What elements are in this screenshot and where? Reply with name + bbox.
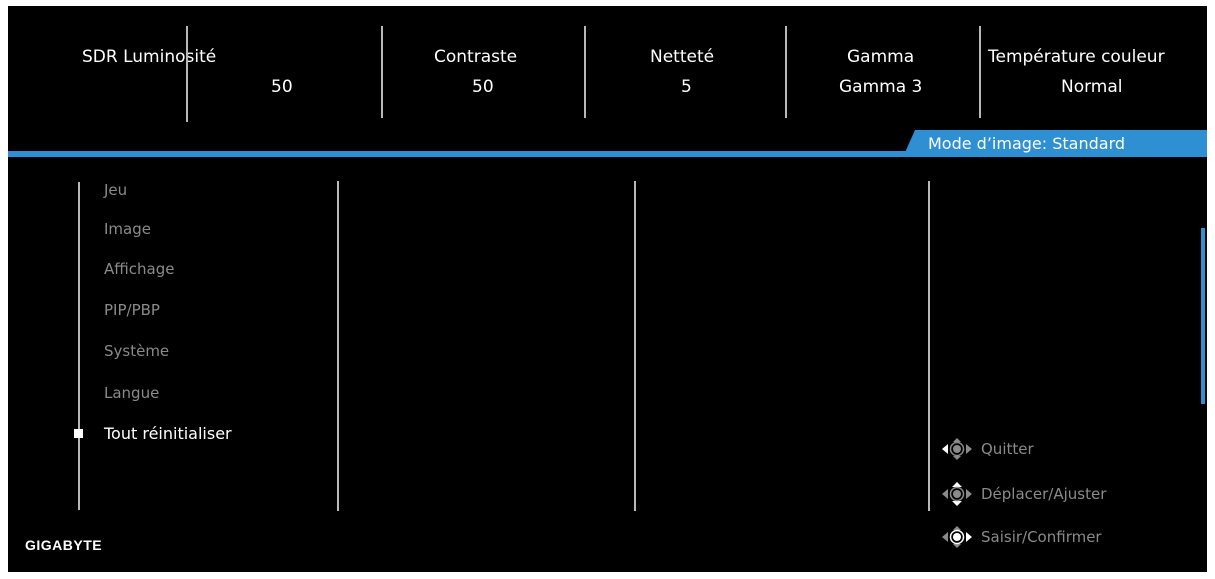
- gamma-value: Gamma 3: [839, 77, 923, 97]
- brightness-value: 50: [271, 77, 293, 97]
- legend-move-adjust-label: Déplacer/Ajuster: [981, 485, 1107, 503]
- status-divider: [979, 26, 981, 118]
- joystick-left-icon: [942, 438, 972, 460]
- status-divider: [584, 26, 586, 118]
- column-divider: [337, 181, 339, 511]
- gamma-label: Gamma: [847, 47, 915, 67]
- brightness-label: SDR Luminosité: [82, 47, 217, 67]
- selection-marker: [74, 429, 83, 438]
- menu-column-line: [78, 182, 80, 510]
- menu-item-pip-pbp[interactable]: PIP/PBP: [104, 301, 160, 319]
- joystick-updown-icon: [942, 482, 972, 506]
- column-divider: [634, 181, 636, 511]
- brightness-divider: [186, 26, 188, 122]
- sharpness-value: 5: [681, 77, 692, 97]
- monitor-osd: SDR Luminosité 50 Contraste 50 Netteté 5…: [8, 6, 1207, 572]
- gigabyte-logo: GIGABYTE: [25, 537, 103, 553]
- legend-enter-confirm-label: Saisir/Confirmer: [981, 528, 1102, 546]
- menu-item-affichage[interactable]: Affichage: [104, 260, 175, 278]
- scrollbar[interactable]: [1201, 228, 1205, 404]
- picture-mode-label: Mode d’image: Standard: [928, 134, 1126, 153]
- header-divider: [8, 151, 1207, 157]
- color-temp-label: Température couleur: [988, 47, 1165, 67]
- legend-exit-label: Quitter: [981, 440, 1034, 458]
- column-divider: [928, 181, 930, 511]
- menu-item-tout-reinitialiser[interactable]: Tout réinitialiser: [104, 424, 232, 443]
- joystick-press-icon: [942, 526, 972, 548]
- picture-mode-tab: [903, 130, 1207, 157]
- menu-item-image[interactable]: Image: [104, 220, 151, 238]
- color-temp-value: Normal: [1061, 77, 1123, 97]
- status-divider: [381, 26, 383, 118]
- sharpness-label: Netteté: [650, 47, 715, 67]
- status-divider: [785, 26, 787, 118]
- menu-item-systeme[interactable]: Système: [104, 342, 170, 360]
- menu-item-jeu[interactable]: Jeu: [104, 181, 128, 199]
- contrast-label: Contraste: [434, 47, 518, 67]
- contrast-value: 50: [472, 77, 494, 97]
- menu-item-langue[interactable]: Langue: [104, 384, 160, 402]
